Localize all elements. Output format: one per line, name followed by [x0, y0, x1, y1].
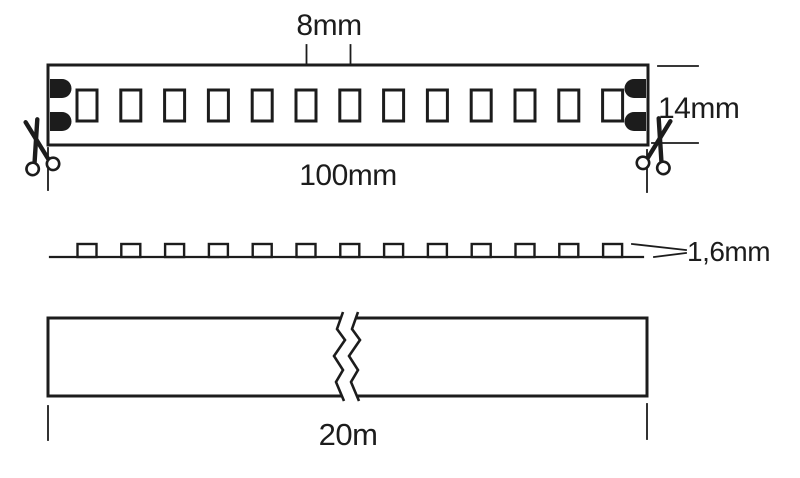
- scissors-handle: [655, 160, 671, 176]
- led-chip-side: [251, 242, 273, 259]
- scissors-blade: [23, 120, 51, 162]
- scissors-handle: [25, 161, 41, 177]
- label-strip-thickness: 1,6mm: [687, 236, 771, 267]
- thickness-leader-line-bottom: [652, 251, 688, 259]
- led-chip: [119, 88, 143, 123]
- scissors-icon: [635, 116, 673, 176]
- solder-pad: [50, 112, 72, 131]
- solder-pads: [50, 79, 646, 131]
- led-chip: [382, 88, 406, 123]
- led-chip: [338, 88, 362, 123]
- led-chip-side: [295, 242, 317, 259]
- side-view-leds: [76, 242, 624, 259]
- led-chip-side: [426, 242, 449, 259]
- solder-pad: [624, 112, 646, 131]
- scissors-handle: [635, 155, 651, 171]
- thickness-leader-line-top: [631, 243, 687, 251]
- led-chip: [294, 88, 318, 123]
- led-chip: [513, 88, 537, 123]
- break-gap: [334, 312, 360, 401]
- break-zigzag-left: [332, 311, 347, 402]
- led-chip-side: [514, 242, 536, 259]
- label-led-pitch: 8mm: [296, 9, 362, 42]
- led-chip-side: [207, 242, 230, 259]
- side-view: [48, 242, 688, 259]
- led-chip: [557, 88, 581, 123]
- led-chip-side: [470, 242, 492, 259]
- led-chip: [425, 88, 449, 123]
- led-chip: [163, 88, 187, 123]
- led-chip-side: [339, 242, 361, 259]
- top-view: [23, 44, 699, 193]
- scissors-icon: [23, 117, 61, 177]
- scissors-handle: [45, 156, 61, 172]
- led-chip-side: [601, 242, 624, 259]
- led-chip: [469, 88, 493, 123]
- led-chip: [206, 88, 230, 123]
- break-zigzag-right: [347, 311, 362, 402]
- led-chip-side: [76, 242, 98, 259]
- led-chip-side: [382, 242, 405, 259]
- solder-pad: [50, 79, 72, 98]
- scissors-blade: [656, 116, 664, 164]
- solder-pad: [624, 79, 646, 98]
- led-chip-side: [558, 242, 580, 259]
- led-chip: [601, 88, 625, 123]
- led-chip-side: [120, 242, 142, 259]
- top-view-leds: [75, 88, 625, 123]
- led-chip: [250, 88, 274, 123]
- length-view: [46, 311, 649, 441]
- label-cut-segment-length: 100mm: [299, 159, 397, 192]
- label-total-length: 20m: [318, 417, 378, 452]
- led-chip-side: [163, 242, 186, 259]
- label-strip-width: 14mm: [658, 92, 740, 125]
- led-chip: [75, 88, 99, 123]
